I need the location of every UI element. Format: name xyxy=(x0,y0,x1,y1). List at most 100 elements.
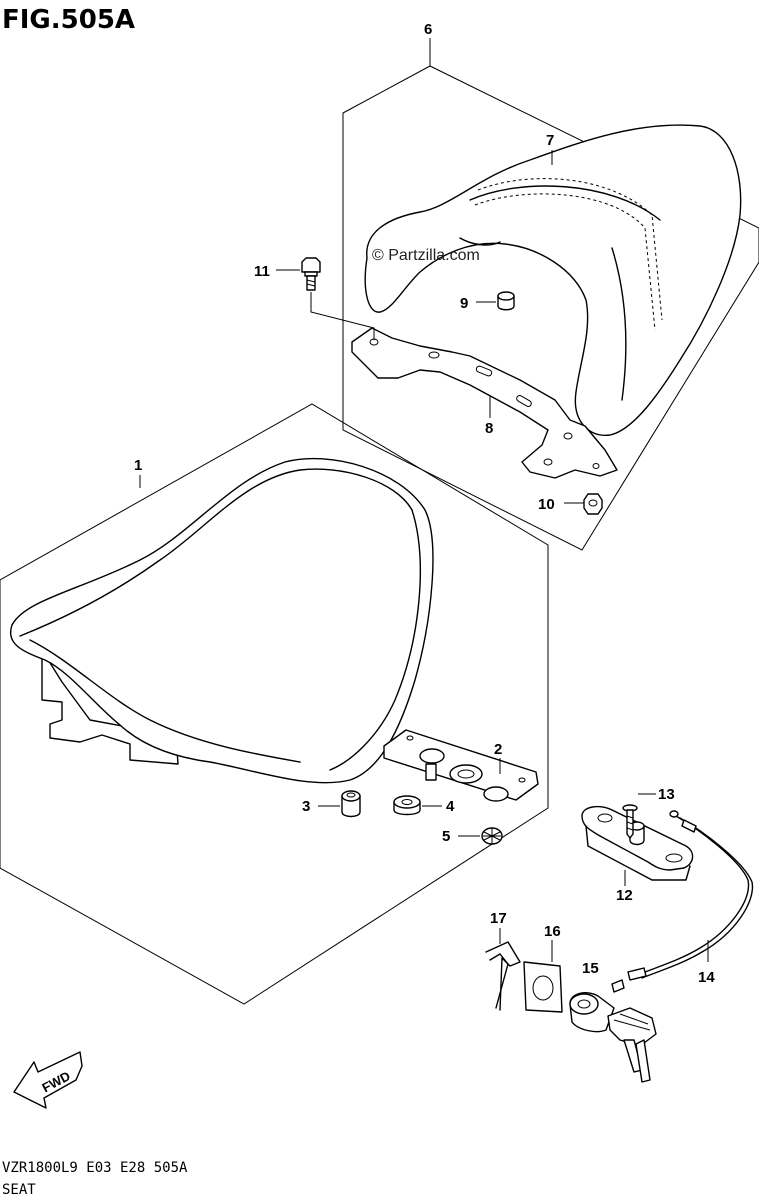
front-seat-top-seam xyxy=(19,468,413,637)
callout-10-text: 10 xyxy=(538,496,555,513)
callout-6-text: 6 xyxy=(424,21,432,38)
bracket-2-hole-1 xyxy=(406,735,414,741)
cushion-3-body xyxy=(341,795,361,818)
model-code: VZR1800L9 E03 E28 505A xyxy=(2,1160,188,1176)
bracket-hole-5 xyxy=(592,463,600,469)
front-seat-pad xyxy=(9,457,434,784)
key-lock-face xyxy=(569,993,599,1015)
lock-cable-end-top xyxy=(669,810,679,818)
key-head-lines xyxy=(613,1013,651,1031)
spring-clip-17[interactable] xyxy=(485,941,521,1011)
callout-5-text: 5 xyxy=(442,828,450,845)
rear-cushion-9[interactable] xyxy=(497,291,515,311)
nut-10-body xyxy=(583,493,603,515)
front-seat-bracket[interactable] xyxy=(383,729,539,802)
seat-lock-hole-2 xyxy=(665,853,683,863)
cushion-3[interactable] xyxy=(341,790,361,818)
callout-9-text: 9 xyxy=(460,295,468,312)
front-seat-group xyxy=(0,403,549,1005)
watermark: © Partzilla.com xyxy=(372,247,480,264)
figure-title: FIG.505A xyxy=(2,5,135,35)
figure-caption: SEAT xyxy=(2,1182,36,1198)
rear-seat-stitch-2 xyxy=(474,193,656,331)
seat-lock-base[interactable] xyxy=(581,805,694,881)
key-lock-barrel xyxy=(577,999,591,1009)
rear-seat-stitch-1 xyxy=(477,178,663,321)
bracket-2-boss-3 xyxy=(483,786,509,802)
lock-plate-16[interactable] xyxy=(523,961,563,1013)
bracket-2-hole-2 xyxy=(518,777,526,783)
lock-cable-line-2 xyxy=(641,817,754,979)
bracket-2-boss-2 xyxy=(449,764,483,784)
rear-seat-group: © Partzilla.com xyxy=(276,38,759,551)
bracket-hole-3 xyxy=(563,432,573,440)
lock-plate-16-body xyxy=(523,961,563,1013)
callout-11-text: 11 xyxy=(254,263,270,280)
clip-5[interactable] xyxy=(481,827,503,845)
front-seat-group-frame xyxy=(0,403,549,1005)
callout-12-text: 12 xyxy=(616,887,633,904)
fwd-arrow-shape xyxy=(13,1051,83,1109)
callout-7-text: 7 xyxy=(546,132,554,149)
bolt-11-thread xyxy=(306,279,316,287)
rear-nut-10[interactable] xyxy=(583,493,603,515)
rear-seat-bracket[interactable] xyxy=(351,327,618,479)
callout-8-text: 8 xyxy=(485,420,493,437)
bracket-hole-2 xyxy=(428,351,440,359)
bolt-11[interactable] xyxy=(301,257,321,291)
callout-4-text: 4 xyxy=(446,798,455,815)
lock-cable[interactable] xyxy=(611,810,754,993)
cushion-9-top xyxy=(497,291,515,301)
callout-16-text: 16 xyxy=(544,923,561,940)
lock-cable-line xyxy=(639,815,750,975)
rear-seat-seam-top xyxy=(469,185,661,221)
lock-plate-16-hole xyxy=(532,975,554,1001)
bolt-11-washer xyxy=(304,271,318,277)
screw-13-thread xyxy=(626,815,634,831)
clip-5-teeth xyxy=(483,828,501,844)
lock-cable-ferrule-top xyxy=(681,819,697,833)
bolt-11-install-line xyxy=(310,292,375,340)
callout-3-text: 3 xyxy=(302,798,310,815)
seat-lock-hole-1 xyxy=(597,813,613,823)
bracket-2-boss-1 xyxy=(419,748,445,764)
bolt-11-head xyxy=(301,257,321,273)
rear-seat[interactable] xyxy=(364,124,742,436)
cushion-4-hole xyxy=(401,799,413,805)
rear-seat-side-line xyxy=(611,247,627,401)
bracket-slot-2 xyxy=(516,395,532,407)
lock-cable-end-bottom xyxy=(611,979,625,993)
key-blade-2 xyxy=(635,1039,651,1083)
callout-15-text: 15 xyxy=(582,960,599,977)
bolt-11-shank xyxy=(306,275,316,291)
callout-2-text: 2 xyxy=(494,741,502,758)
lock-cable-ferrule-bottom xyxy=(627,967,647,981)
seat-lock-side xyxy=(585,825,691,881)
callout-14-text: 14 xyxy=(698,969,715,986)
callout-17-text: 17 xyxy=(490,910,507,927)
seat-lock-group: 15 xyxy=(485,793,754,1083)
key-lock[interactable] xyxy=(569,992,657,1083)
rear-seat-notch xyxy=(459,237,501,246)
nut-10-hole xyxy=(588,499,598,507)
front-seat[interactable] xyxy=(9,457,434,784)
screw-13[interactable] xyxy=(622,804,638,839)
cushion-4-top xyxy=(393,795,421,809)
spring-clip-17-inner xyxy=(489,953,509,1009)
rear-seat-pad xyxy=(364,124,742,436)
callout-13-text: 13 xyxy=(658,786,675,803)
key-head xyxy=(607,1007,657,1047)
cushion-4[interactable] xyxy=(393,795,421,816)
front-seat-lower-seam xyxy=(29,639,301,763)
cushion-3-hole xyxy=(346,792,356,798)
cushion-3-top xyxy=(341,790,361,802)
callout-1-text: 1 xyxy=(134,457,142,474)
bracket-2-stud xyxy=(425,763,437,781)
bracket-2-boss-2-hole xyxy=(457,769,475,779)
bracket-slot-1 xyxy=(475,365,493,377)
bracket-hole-4 xyxy=(543,458,553,466)
fwd-arrow-icon: FWD xyxy=(13,1051,83,1109)
front-seat-side-seam xyxy=(329,509,421,771)
bracket-plate xyxy=(351,327,618,479)
